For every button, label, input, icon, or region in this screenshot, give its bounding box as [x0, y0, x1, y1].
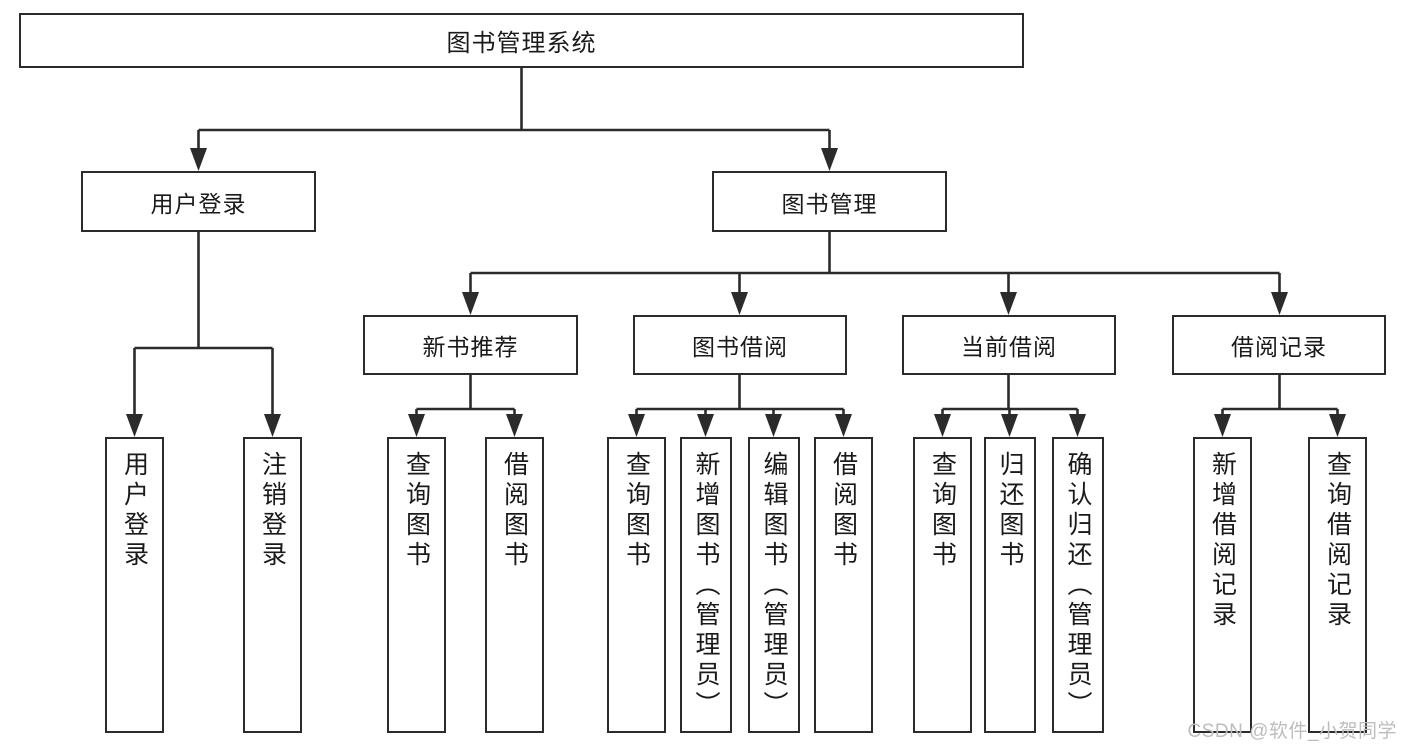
node-borrow-record[interactable]: 借阅记录	[1172, 315, 1386, 375]
leaf-logout-label: 注销登录	[258, 451, 287, 571]
node-root[interactable]: 图书管理系统	[19, 13, 1024, 68]
arrowhead-leaf-nb-1	[408, 414, 425, 437]
leaf-confirm-return-admin[interactable]: 确认归还（管理员）	[1052, 437, 1104, 733]
leaf-user-login[interactable]: 用户登录	[105, 437, 164, 733]
arrowhead-leaf-bb-4	[835, 414, 852, 437]
arrowhead-leaf-logout	[264, 414, 281, 437]
node-user-login-label: 用户登录	[150, 190, 247, 217]
leaf-query-book-borrow[interactable]: 查询图书	[607, 437, 666, 733]
leaf-query-book-borrow-label: 查询图书	[622, 451, 651, 571]
leaf-edit-book-admin[interactable]: 编辑图书（管理员）	[748, 437, 800, 733]
node-book-borrow-label: 图书借阅	[692, 334, 788, 360]
arrowhead-leaf-bb-1	[628, 414, 645, 437]
leaf-borrow-book-label: 借阅图书	[829, 451, 858, 571]
arrowhead-leaf-br-2	[1329, 414, 1346, 437]
leaf-query-borrow-record[interactable]: 查询借阅记录	[1308, 437, 1367, 733]
node-current-borrow-label: 当前借阅	[961, 334, 1057, 360]
node-book-management-label: 图书管理	[781, 190, 878, 217]
leaf-add-book-admin-label: 新增图书（管理员）	[692, 451, 720, 721]
node-root-label: 图书管理系统	[446, 30, 597, 57]
arrowhead-leaf-user-login	[126, 414, 143, 437]
node-borrow-record-label: 借阅记录	[1231, 334, 1327, 360]
leaf-return-book-label: 归还图书	[996, 451, 1024, 571]
watermark: CSDN @软件_小贺同学	[1187, 721, 1397, 742]
arrowhead-leaf-nb-2	[506, 414, 523, 437]
leaf-confirm-return-admin-label: 确认归还（管理员）	[1064, 451, 1092, 721]
leaf-query-borrow-record-label: 查询借阅记录	[1323, 451, 1352, 631]
arrowhead-leaf-br-1	[1214, 414, 1231, 437]
arrowhead-new-book	[462, 292, 479, 315]
leaf-query-book-new[interactable]: 查询图书	[387, 437, 446, 733]
node-book-borrow[interactable]: 图书借阅	[633, 315, 847, 375]
arrowhead-current-borrow	[1000, 292, 1017, 315]
arrowhead-book-mgmt	[821, 148, 838, 171]
leaf-borrow-book-new[interactable]: 借阅图书	[485, 437, 544, 733]
node-new-book-recommend-label: 新书推荐	[422, 334, 519, 360]
leaf-query-book-current[interactable]: 查询图书	[913, 437, 972, 733]
node-current-borrow[interactable]: 当前借阅	[902, 315, 1116, 375]
node-user-login[interactable]: 用户登录	[81, 171, 316, 232]
leaf-query-book-new-label: 查询图书	[402, 451, 431, 571]
leaf-borrow-book-new-label: 借阅图书	[500, 451, 529, 571]
node-new-book-recommend[interactable]: 新书推荐	[363, 315, 578, 375]
leaf-logout[interactable]: 注销登录	[243, 437, 302, 733]
leaf-query-book-current-label: 查询图书	[928, 451, 957, 571]
arrowhead-leaf-cb-1	[934, 414, 951, 437]
arrowhead-leaf-bb-2	[697, 414, 714, 437]
leaf-add-book-admin[interactable]: 新增图书（管理员）	[680, 437, 732, 733]
node-book-management[interactable]: 图书管理	[712, 171, 947, 232]
leaf-add-borrow-record-label: 新增借阅记录	[1208, 451, 1237, 631]
leaf-edit-book-admin-label: 编辑图书（管理员）	[760, 451, 788, 721]
arrowhead-user-login	[190, 148, 207, 171]
arrowhead-leaf-cb-2	[1001, 414, 1018, 437]
leaf-return-book[interactable]: 归还图书	[984, 437, 1036, 733]
leaf-user-login-label: 用户登录	[120, 451, 149, 571]
leaf-add-borrow-record[interactable]: 新增借阅记录	[1193, 437, 1252, 733]
arrowhead-leaf-bb-3	[765, 414, 782, 437]
leaf-borrow-book[interactable]: 借阅图书	[814, 437, 873, 733]
arrowhead-borrow-record	[1271, 292, 1288, 315]
arrowhead-book-borrow	[731, 292, 748, 315]
arrowhead-leaf-cb-3	[1069, 414, 1086, 437]
